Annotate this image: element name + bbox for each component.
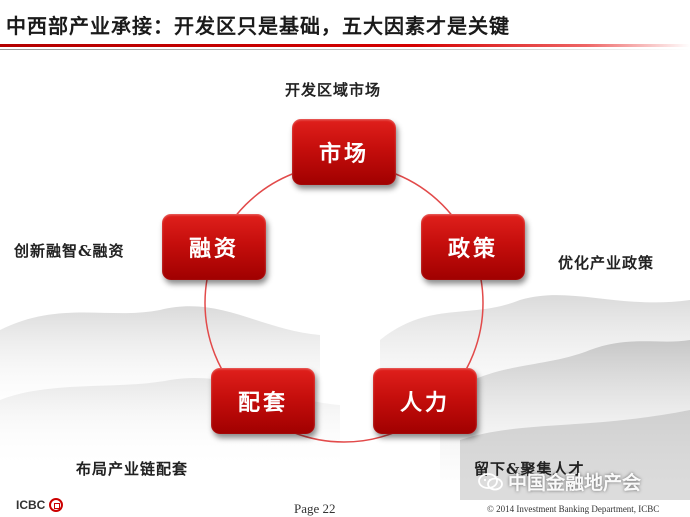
- page-title: 中西部产业承接：开发区只是基础，五大因素才是关键: [6, 14, 510, 38]
- node-talent-label: 人力: [399, 390, 450, 416]
- node-market-label: 市场: [318, 141, 369, 167]
- node-policy-label: 政策: [447, 236, 498, 262]
- page-number: Page 22: [294, 501, 336, 516]
- watermark: 中国金融地产会: [478, 468, 641, 495]
- node-market: 市场: [292, 119, 396, 185]
- caption-supporting: 布局产业链配套: [76, 460, 189, 478]
- node-talent: 人力: [373, 368, 477, 434]
- watermark-text: 中国金融地产会: [508, 472, 642, 494]
- node-supporting: 配套: [211, 368, 315, 434]
- title-rule: [0, 44, 690, 47]
- node-policy: 政策: [421, 214, 525, 280]
- icbc-logo-icon: [49, 498, 64, 512]
- caption-market: 开发区域市场: [285, 81, 382, 99]
- node-financing: 融资: [162, 214, 266, 280]
- icbc-logo-text: ICBC: [16, 498, 46, 512]
- caption-financing: 创新融智&融资: [14, 242, 125, 260]
- node-supporting-label: 配套: [237, 390, 288, 416]
- wechat-icon: [478, 472, 503, 490]
- footer-logo: ICBC: [16, 498, 64, 512]
- caption-policy: 优化产业政策: [558, 254, 655, 272]
- title-subrule: [0, 49, 690, 50]
- copyright: © 2014 Investment Banking Department, IC…: [487, 504, 660, 514]
- node-financing-label: 融资: [188, 236, 239, 262]
- caption-talent: 留下&聚集人才: [474, 460, 585, 478]
